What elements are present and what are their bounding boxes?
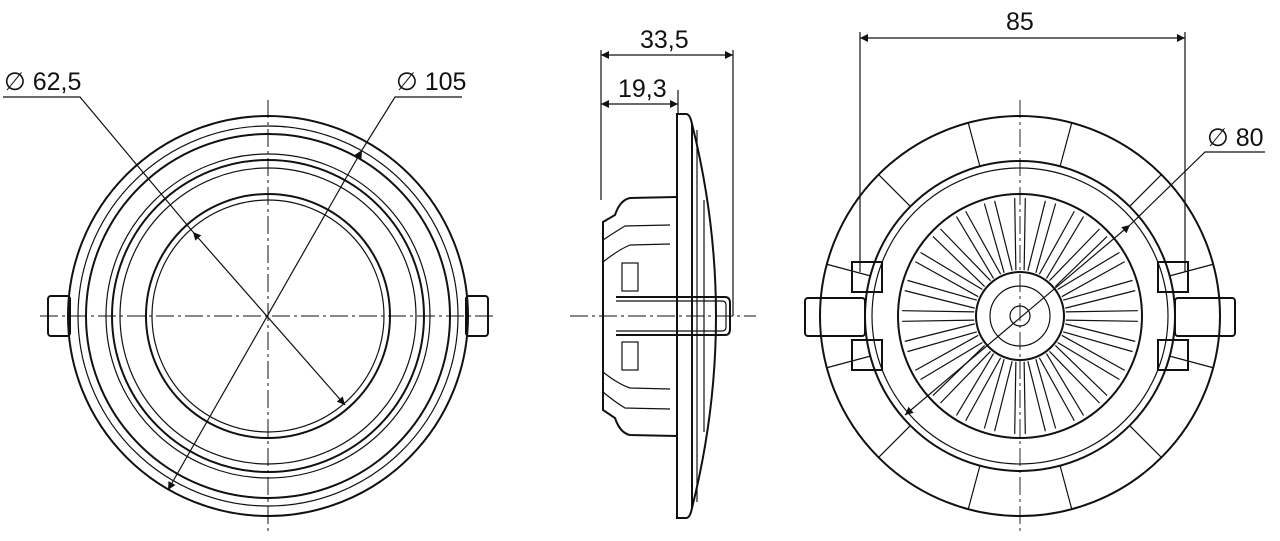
dim-body-diameter: ∅ 80 <box>1207 124 1264 152</box>
heatsink-fin <box>932 345 986 397</box>
ring-segment-divider <box>1059 122 1073 167</box>
ring-segment-divider <box>1169 263 1214 277</box>
heatsink-fin <box>1057 341 1120 381</box>
heatsink-fin <box>1065 310 1138 313</box>
heatsink-fin <box>1049 350 1101 404</box>
heatsink-fin <box>1045 353 1085 416</box>
dim-total-depth: 33,5 <box>640 26 689 54</box>
heatsink-fin <box>920 341 983 381</box>
ring-segment-divider <box>878 425 911 458</box>
heatsink-fin <box>1065 290 1136 309</box>
dim-outer-diameter: ∅ 105 <box>396 68 466 96</box>
heatsink-fin <box>1065 323 1136 342</box>
heatsink-fin <box>902 310 975 313</box>
heatsink-fin <box>1065 319 1138 322</box>
heatsink-fin <box>904 323 975 342</box>
heatsink-fin <box>920 251 983 291</box>
heatsink-fin <box>904 290 975 309</box>
heatsink-fin <box>1057 251 1120 291</box>
heatsink-fin <box>955 353 995 416</box>
heatsink-fin <box>1027 361 1046 432</box>
heatsink-fin <box>1014 198 1017 271</box>
rear-view: 85 ∅ 80 <box>804 8 1265 532</box>
ring-segment-divider <box>878 174 911 207</box>
heatsink-fin <box>994 200 1013 271</box>
heatsink-fin <box>1023 198 1026 271</box>
heatsink-fin <box>1023 361 1026 434</box>
dim-inner-diameter: ∅ 62,5 <box>4 68 81 96</box>
side-view: 33,5 19,3 <box>570 26 756 519</box>
heatsink-fin <box>994 361 1013 432</box>
heatsink-fin <box>932 235 986 287</box>
heatsink-fin <box>1049 228 1101 282</box>
heatsink-fin <box>1014 361 1017 434</box>
ring-segment-divider <box>1129 174 1162 207</box>
heatsink-fin <box>1054 235 1108 287</box>
ring-segment-divider <box>967 465 981 510</box>
heatsink-fin <box>1027 200 1046 271</box>
heatsink-fin <box>939 228 991 282</box>
ring-segment-divider <box>1169 355 1214 369</box>
dim-body-depth: 19,3 <box>618 75 667 103</box>
front-view: ∅ 62,5 ∅ 105 <box>3 68 496 532</box>
heatsink-fin <box>902 319 975 322</box>
heatsink-fin <box>939 350 991 404</box>
ring-segment-divider <box>826 355 871 369</box>
ring-segment-divider <box>826 263 871 277</box>
ring-segment-divider <box>1059 465 1073 510</box>
ring-segment-divider <box>967 122 981 167</box>
heatsink-fin <box>955 216 995 279</box>
heatsink-fin <box>1054 345 1108 397</box>
ring-segment-divider <box>1129 425 1162 458</box>
dim-width: 85 <box>1006 8 1034 36</box>
